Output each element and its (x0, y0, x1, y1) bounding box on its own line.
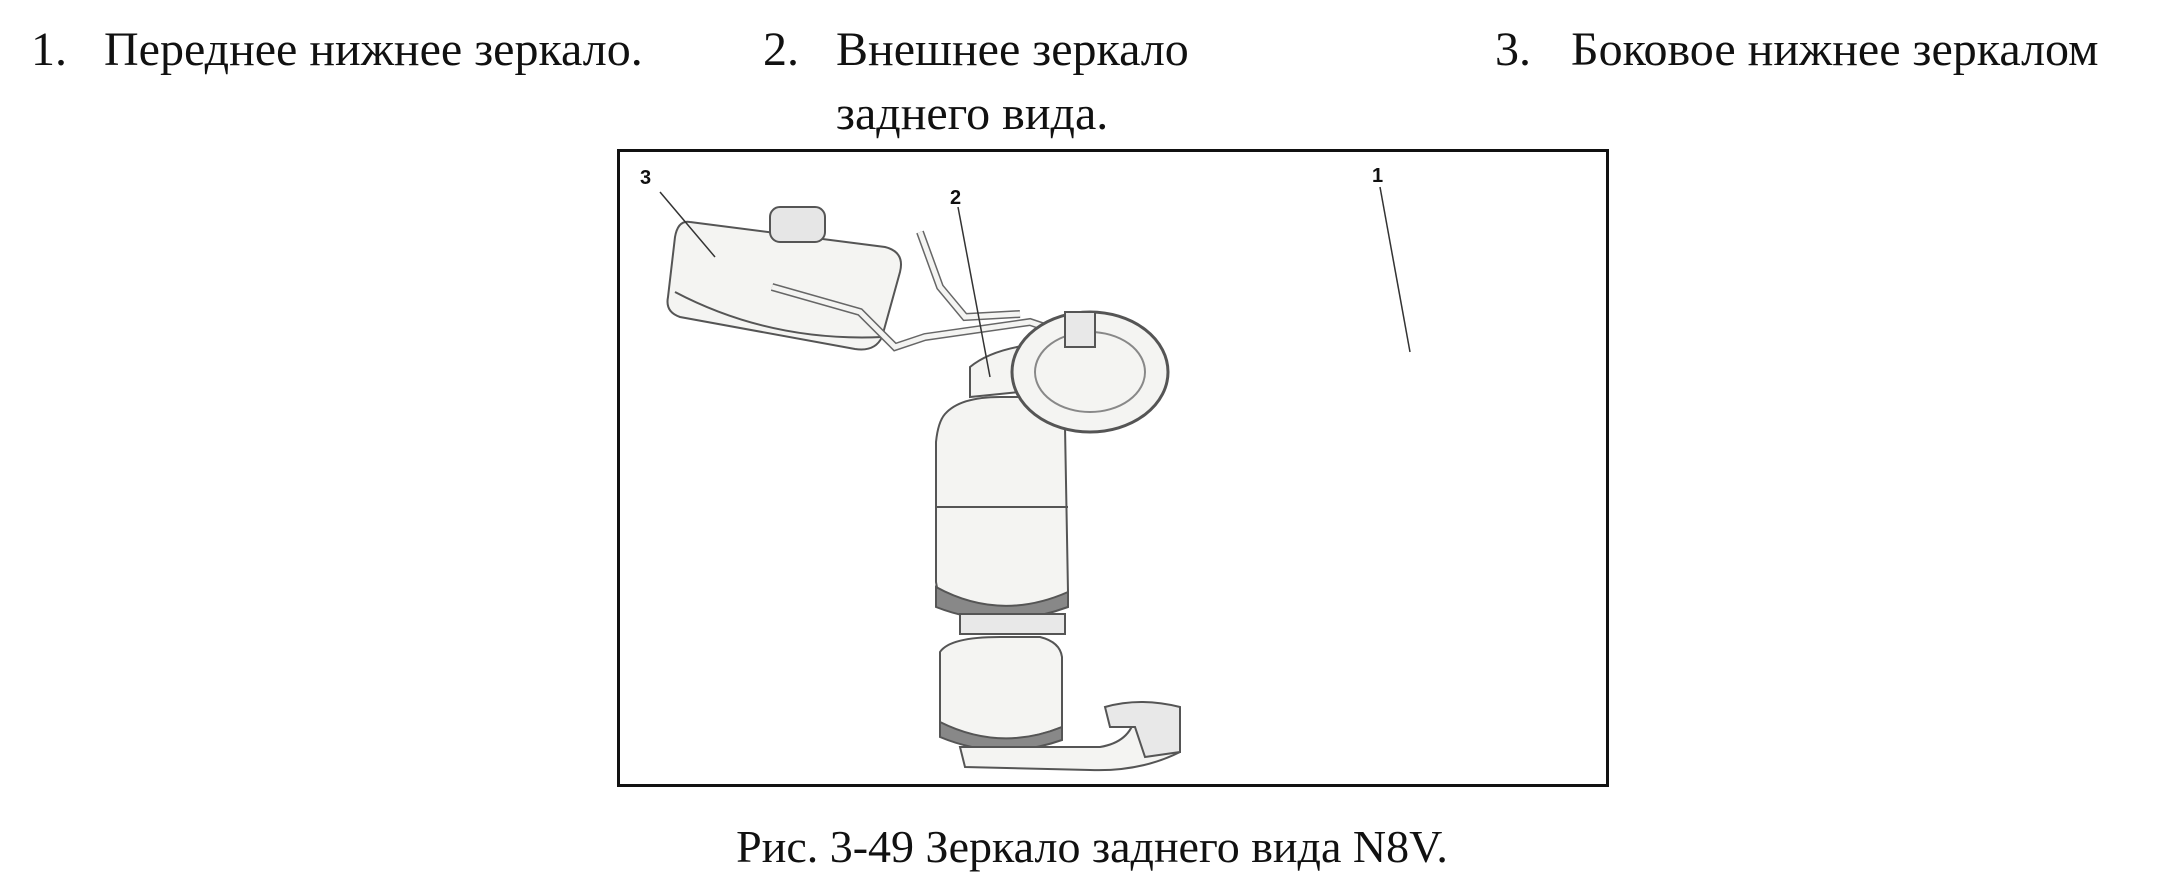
figure-caption: Рис. 3-49 Зеркало заднего вида N8V. (736, 821, 1448, 872)
mirror-figure: 3 2 1 (617, 149, 1609, 787)
callout-2: 2 (950, 187, 961, 209)
side-lower-mirror-drawing (666, 206, 902, 351)
exterior-rear-view-mirror-drawing (935, 325, 1181, 772)
legend-item-2-text: Внешнее зеркало (836, 23, 1189, 76)
legend-item-3-text: Боковое нижнее зеркалом (1571, 23, 2099, 76)
legend-item-1-text: Переднее нижнее зеркало. (104, 23, 643, 76)
callout-1: 1 (1372, 165, 1383, 187)
legend-item-2-text-continued: заднего вида. (836, 87, 1109, 140)
mirror-illustration: 3 2 1 (640, 165, 1411, 772)
callout-3: 3 (640, 167, 651, 189)
legend-item-1-number: 1. (31, 23, 67, 76)
legend-item-3-number: 3. (1495, 23, 1531, 76)
front-lower-mirror-drawing (770, 230, 1170, 434)
legend-item-2-number: 2. (763, 23, 799, 76)
